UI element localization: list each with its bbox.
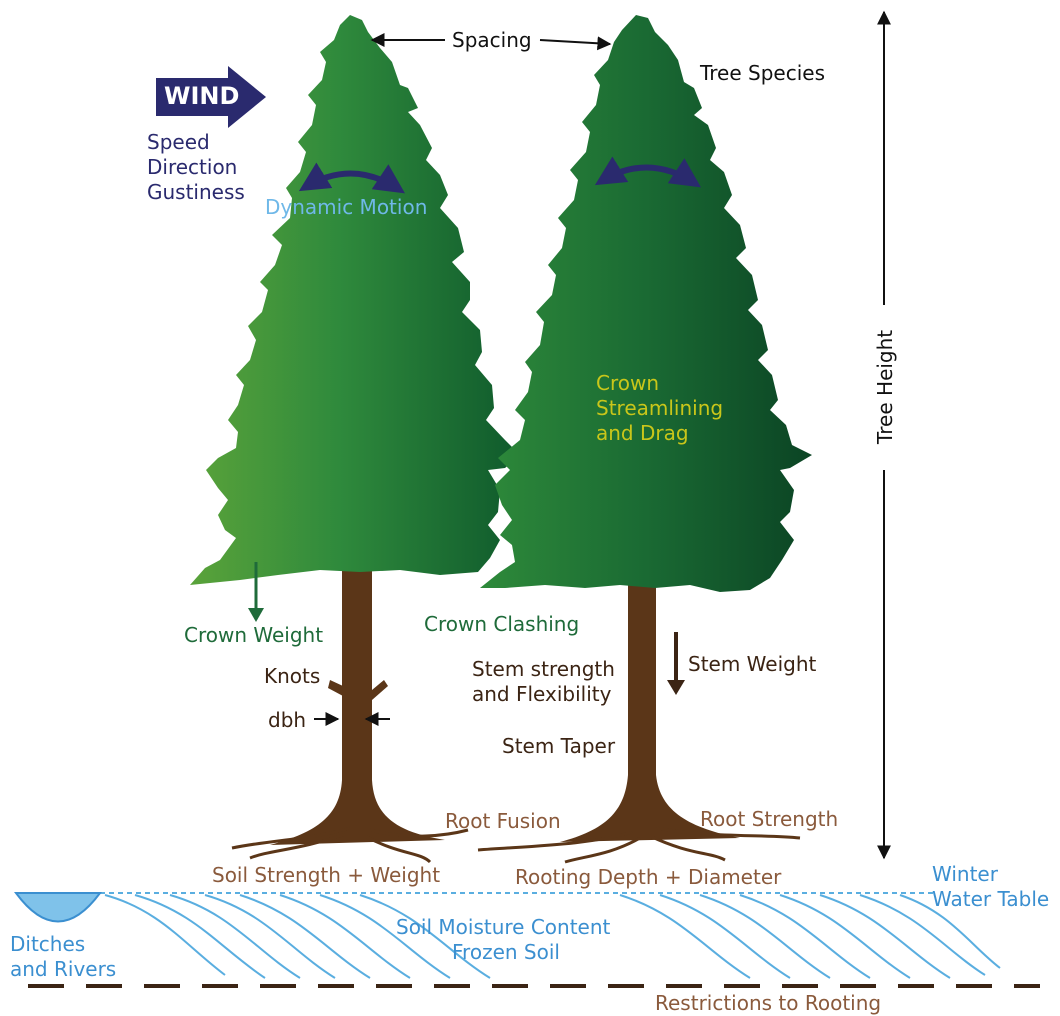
crown-streamlining-line-3: and Drag (596, 421, 689, 445)
stem-strength-line-2: and Flexibility (472, 682, 612, 706)
tree-height-label: Tree Height (873, 329, 897, 444)
wind-speed-label: Speed (147, 130, 210, 154)
dynamic-motion-label: Dynamic Motion (265, 195, 428, 219)
ditch-icon (14, 892, 102, 923)
stem-weight-arrow-icon (667, 632, 685, 695)
wind-label: WIND (164, 82, 240, 110)
crown-weight-label: Crown Weight (184, 623, 324, 647)
right-trunk (560, 565, 740, 842)
winter-label: Winter (932, 862, 998, 886)
tree-species-label: Tree Species (700, 61, 825, 85)
dynamic-motion-arrow-right-icon (594, 156, 701, 188)
left-crown (190, 15, 520, 585)
crown-streamlining-line-2: Streamlining (596, 396, 724, 420)
wind-direction-label: Direction (147, 155, 238, 179)
right-roots (477, 826, 801, 864)
restrictions-label: Restrictions to Rooting (655, 991, 882, 1015)
crown-clashing-label: Crown Clashing (424, 612, 580, 636)
crown-weight-arrow-icon (248, 562, 264, 622)
left-roots (231, 826, 469, 864)
root-fusion-label: Root Fusion (445, 809, 561, 833)
water-table-label: Water Table (932, 887, 1050, 911)
stem-weight-label: Stem Weight (688, 652, 817, 676)
stem-strength-line-1: Stem strength (472, 657, 615, 681)
soil-moisture-streaks (104, 894, 1001, 979)
crown-streamlining-line-1: Crown (596, 371, 660, 395)
and-rivers-label: and Rivers (10, 957, 117, 981)
left-trunk (270, 565, 445, 845)
wind-gustiness-label: Gustiness (147, 180, 245, 204)
rooting-depth-label: Rooting Depth + Diameter (515, 865, 782, 889)
stem-taper-label: Stem Taper (502, 734, 616, 758)
spacing-arrow-right-icon (539, 36, 612, 51)
frozen-soil-label: Frozen Soil (452, 940, 560, 964)
knots-label: Knots (264, 664, 321, 688)
wind-arrow-icon (156, 66, 266, 128)
ditches-label: Ditches (10, 932, 86, 956)
soil-moisture-label: Soil Moisture Content (396, 915, 611, 939)
soil-strength-label: Soil Strength + Weight (212, 863, 441, 887)
dynamic-motion-arrow-left-icon (298, 162, 405, 194)
right-crown (480, 15, 812, 592)
root-strength-label: Root Strength (700, 807, 839, 831)
spacing-label: Spacing (452, 28, 532, 52)
dbh-label: dbh (268, 708, 307, 732)
